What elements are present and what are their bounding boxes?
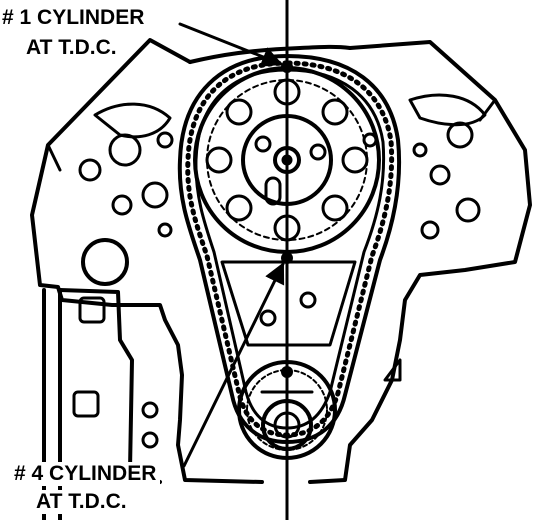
left-block-features xyxy=(78,102,174,449)
top-label-line2: AT T.D.C. xyxy=(26,36,117,60)
top-leader-arrow xyxy=(178,22,283,67)
bottom-label-line2: AT T.D.C. xyxy=(36,490,127,514)
bottom-label-line1: # 4 CYLINDER xyxy=(14,462,161,486)
bottom-leader-arrow xyxy=(182,262,285,468)
chain-guide xyxy=(220,260,357,347)
top-label-line1: # 1 CYLINDER xyxy=(2,6,149,30)
engine-block-outline xyxy=(30,38,532,484)
right-block-features xyxy=(362,93,487,382)
